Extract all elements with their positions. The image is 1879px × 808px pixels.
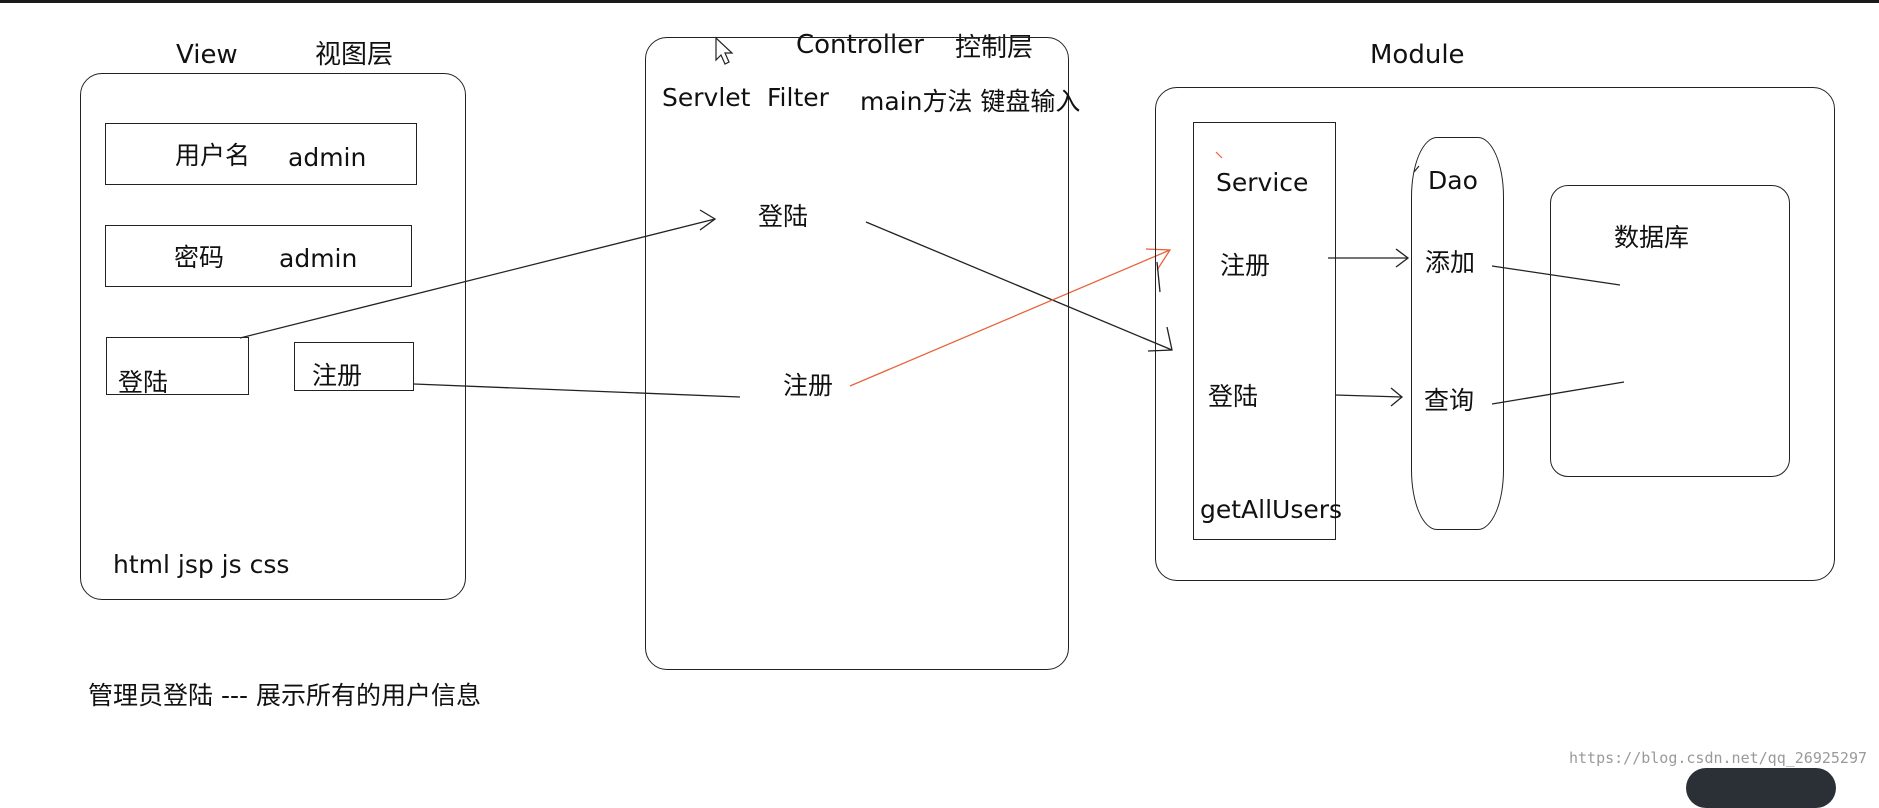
- dao-add: 添加: [1425, 248, 1476, 277]
- arrowhead: [699, 209, 717, 231]
- stroke-mark: [1156, 261, 1161, 293]
- arrow-service-login-to-dao-query: [1334, 394, 1403, 398]
- view-register-label: 注册: [312, 361, 363, 390]
- arrow-controller-login-to-service: [865, 221, 1173, 351]
- mouse-cursor-icon: [715, 36, 734, 65]
- view-login-label: 登陆: [118, 368, 169, 397]
- service-title: Service: [1216, 168, 1309, 197]
- dao-query: 查询: [1424, 386, 1475, 415]
- dao-title: Dao: [1428, 166, 1478, 195]
- username-value: admin: [288, 143, 367, 172]
- username-field: [105, 123, 417, 185]
- arrow-controller-register-to-service: [849, 249, 1171, 387]
- line-dao-query-to-db: [1491, 381, 1625, 405]
- top-border: [0, 0, 1879, 3]
- controller-title: Controller: [796, 30, 924, 60]
- arrowhead: [1390, 387, 1404, 407]
- view-tech-stack: html jsp js css: [113, 550, 290, 579]
- corner-overlay: [1686, 768, 1836, 808]
- arrowhead: [1395, 248, 1410, 268]
- controller-tech-servlet: Servlet: [662, 83, 751, 112]
- password-field: [105, 225, 412, 287]
- module-layer-box: [1155, 87, 1835, 581]
- controller-tech-main: main方法 键盘输入: [860, 87, 1081, 116]
- module-title: Module: [1370, 40, 1465, 70]
- controller-title-cn: 控制层: [955, 33, 1034, 63]
- service-box: [1193, 122, 1336, 540]
- service-get-all-users: getAllUsers: [1200, 495, 1343, 524]
- view-title: View: [176, 40, 238, 70]
- service-register: 注册: [1220, 251, 1271, 280]
- connector-lines: [239, 36, 1625, 407]
- view-login-button: [106, 337, 249, 395]
- database-label: 数据库: [1614, 223, 1690, 252]
- view-title-cn: 视图层: [315, 40, 394, 70]
- watermark: https://blog.csdn.net/qq_26925297: [1568, 749, 1867, 767]
- password-label: 密码: [174, 243, 225, 272]
- arrowhead: [1147, 326, 1173, 352]
- tick-mark: [1215, 151, 1223, 159]
- controller-login: 登陆: [758, 202, 809, 231]
- arrow-view-login-to-controller: [239, 218, 716, 339]
- line-dao-add-to-db: [1491, 265, 1621, 286]
- dao-box: [1411, 137, 1504, 530]
- password-value: admin: [279, 244, 358, 273]
- line-view-register-to-controller: [413, 383, 741, 398]
- controller-register: 注册: [783, 371, 834, 400]
- tick-mark: [1413, 165, 1420, 173]
- service-login: 登陆: [1208, 382, 1259, 411]
- view-register-button: [294, 342, 414, 391]
- arrowhead: [1145, 248, 1172, 271]
- view-layer-box: [80, 73, 466, 600]
- controller-layer-box: [645, 37, 1069, 670]
- database-box: [1550, 185, 1790, 477]
- footer-note: 管理员登陆 --- 展示所有的用户信息: [88, 681, 481, 710]
- username-label: 用户名: [175, 141, 251, 170]
- controller-tech-filter: Filter: [767, 83, 829, 112]
